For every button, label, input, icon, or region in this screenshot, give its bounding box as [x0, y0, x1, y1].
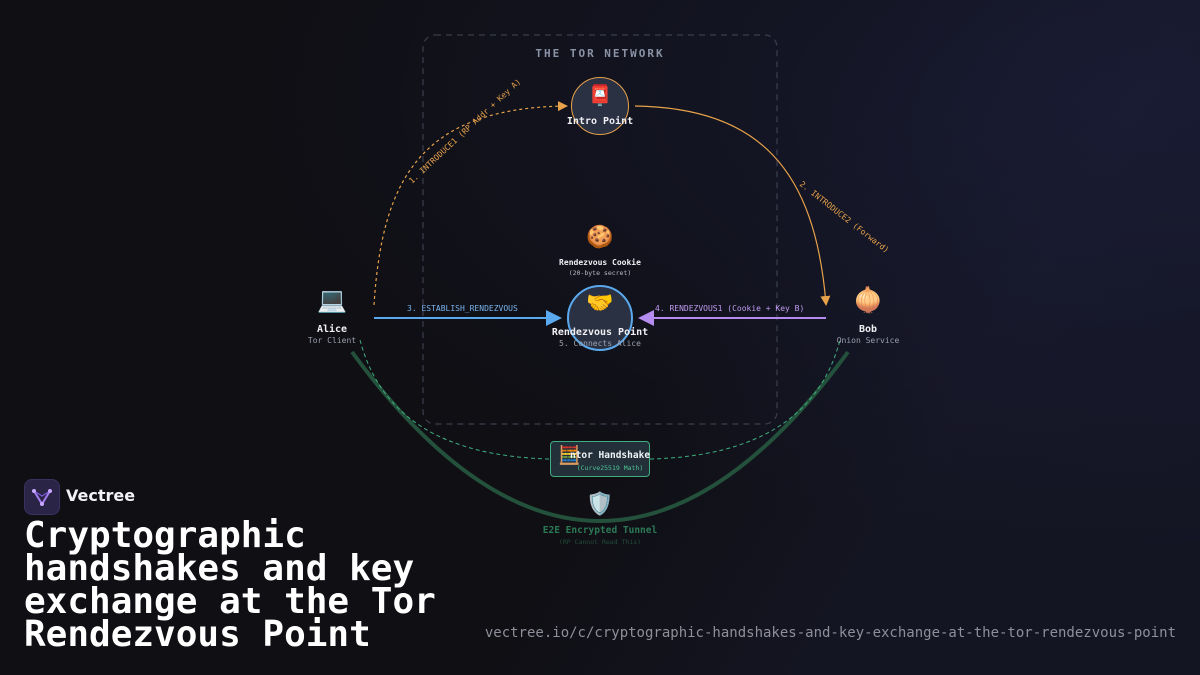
- source-url[interactable]: vectree.io/c/cryptographic-handshakes-an…: [484, 625, 1176, 641]
- handshake-icon: 🤝: [586, 291, 614, 316]
- bob-sub: Onion Service: [836, 336, 900, 345]
- cookie-sub: (20-byte secret): [568, 269, 632, 277]
- vectree-logo-icon: [24, 479, 60, 515]
- introduce2-arrow: [634, 105, 831, 306]
- rendezvous1-label: 4. RENDEZVOUS1 (Cookie + Key B): [655, 304, 805, 313]
- e2e-tunnel-arc: [350, 350, 850, 523]
- rendezvous-point-node[interactable]: [567, 285, 633, 351]
- alice-label[interactable]: Alice: [316, 324, 348, 335]
- mailbox-icon: 📮: [587, 83, 613, 107]
- abacus-icon: 🧮: [558, 445, 581, 466]
- tunnel-sub: (RP Cannot Read This): [558, 538, 642, 546]
- ntor-label: ntor Handshake: [569, 450, 651, 461]
- tor-network-frame: [422, 34, 778, 425]
- ntor-sub: (Curve25519 Math): [576, 464, 644, 472]
- rendezvous-point-label: Rendezvous Point: [551, 327, 649, 338]
- laptop-icon: 💻: [317, 286, 347, 314]
- introduce2-label: 2. INTRODUCE2 (Forward): [798, 179, 891, 254]
- cookie-label: Rendezvous Cookie: [559, 258, 641, 267]
- tunnel-label: E2E Encrypted Tunnel: [542, 525, 658, 536]
- brand-name[interactable]: Vectree: [66, 486, 136, 505]
- ntor-link-alice: [359, 339, 551, 460]
- rendezvous-point-sub: 5. Connects Alice: [559, 339, 641, 348]
- ntor-handshake-box[interactable]: [550, 441, 650, 477]
- alice-sub: Tor Client: [307, 336, 357, 345]
- establish-label: 3. ESTABLISH_RENDEZVOUS: [407, 304, 518, 313]
- intro-point-label: Intro Point: [566, 116, 634, 127]
- cookie-icon: 🍪: [586, 225, 614, 250]
- bob-label[interactable]: Bob: [858, 324, 878, 335]
- intro-point-node[interactable]: [571, 77, 629, 135]
- shield-icon: 🛡️: [586, 492, 614, 517]
- page-headline: Cryptographic handshakes and key exchang…: [24, 515, 436, 655]
- introduce1-label: 1. INTRODUCE1 (RP Addr + Key A): [407, 77, 522, 185]
- ntor-link-bob: [649, 339, 841, 460]
- onion-icon: 🧅: [853, 286, 883, 314]
- introduce1-arrow: [373, 101, 568, 306]
- network-title: THE TOR NETWORK: [535, 47, 665, 60]
